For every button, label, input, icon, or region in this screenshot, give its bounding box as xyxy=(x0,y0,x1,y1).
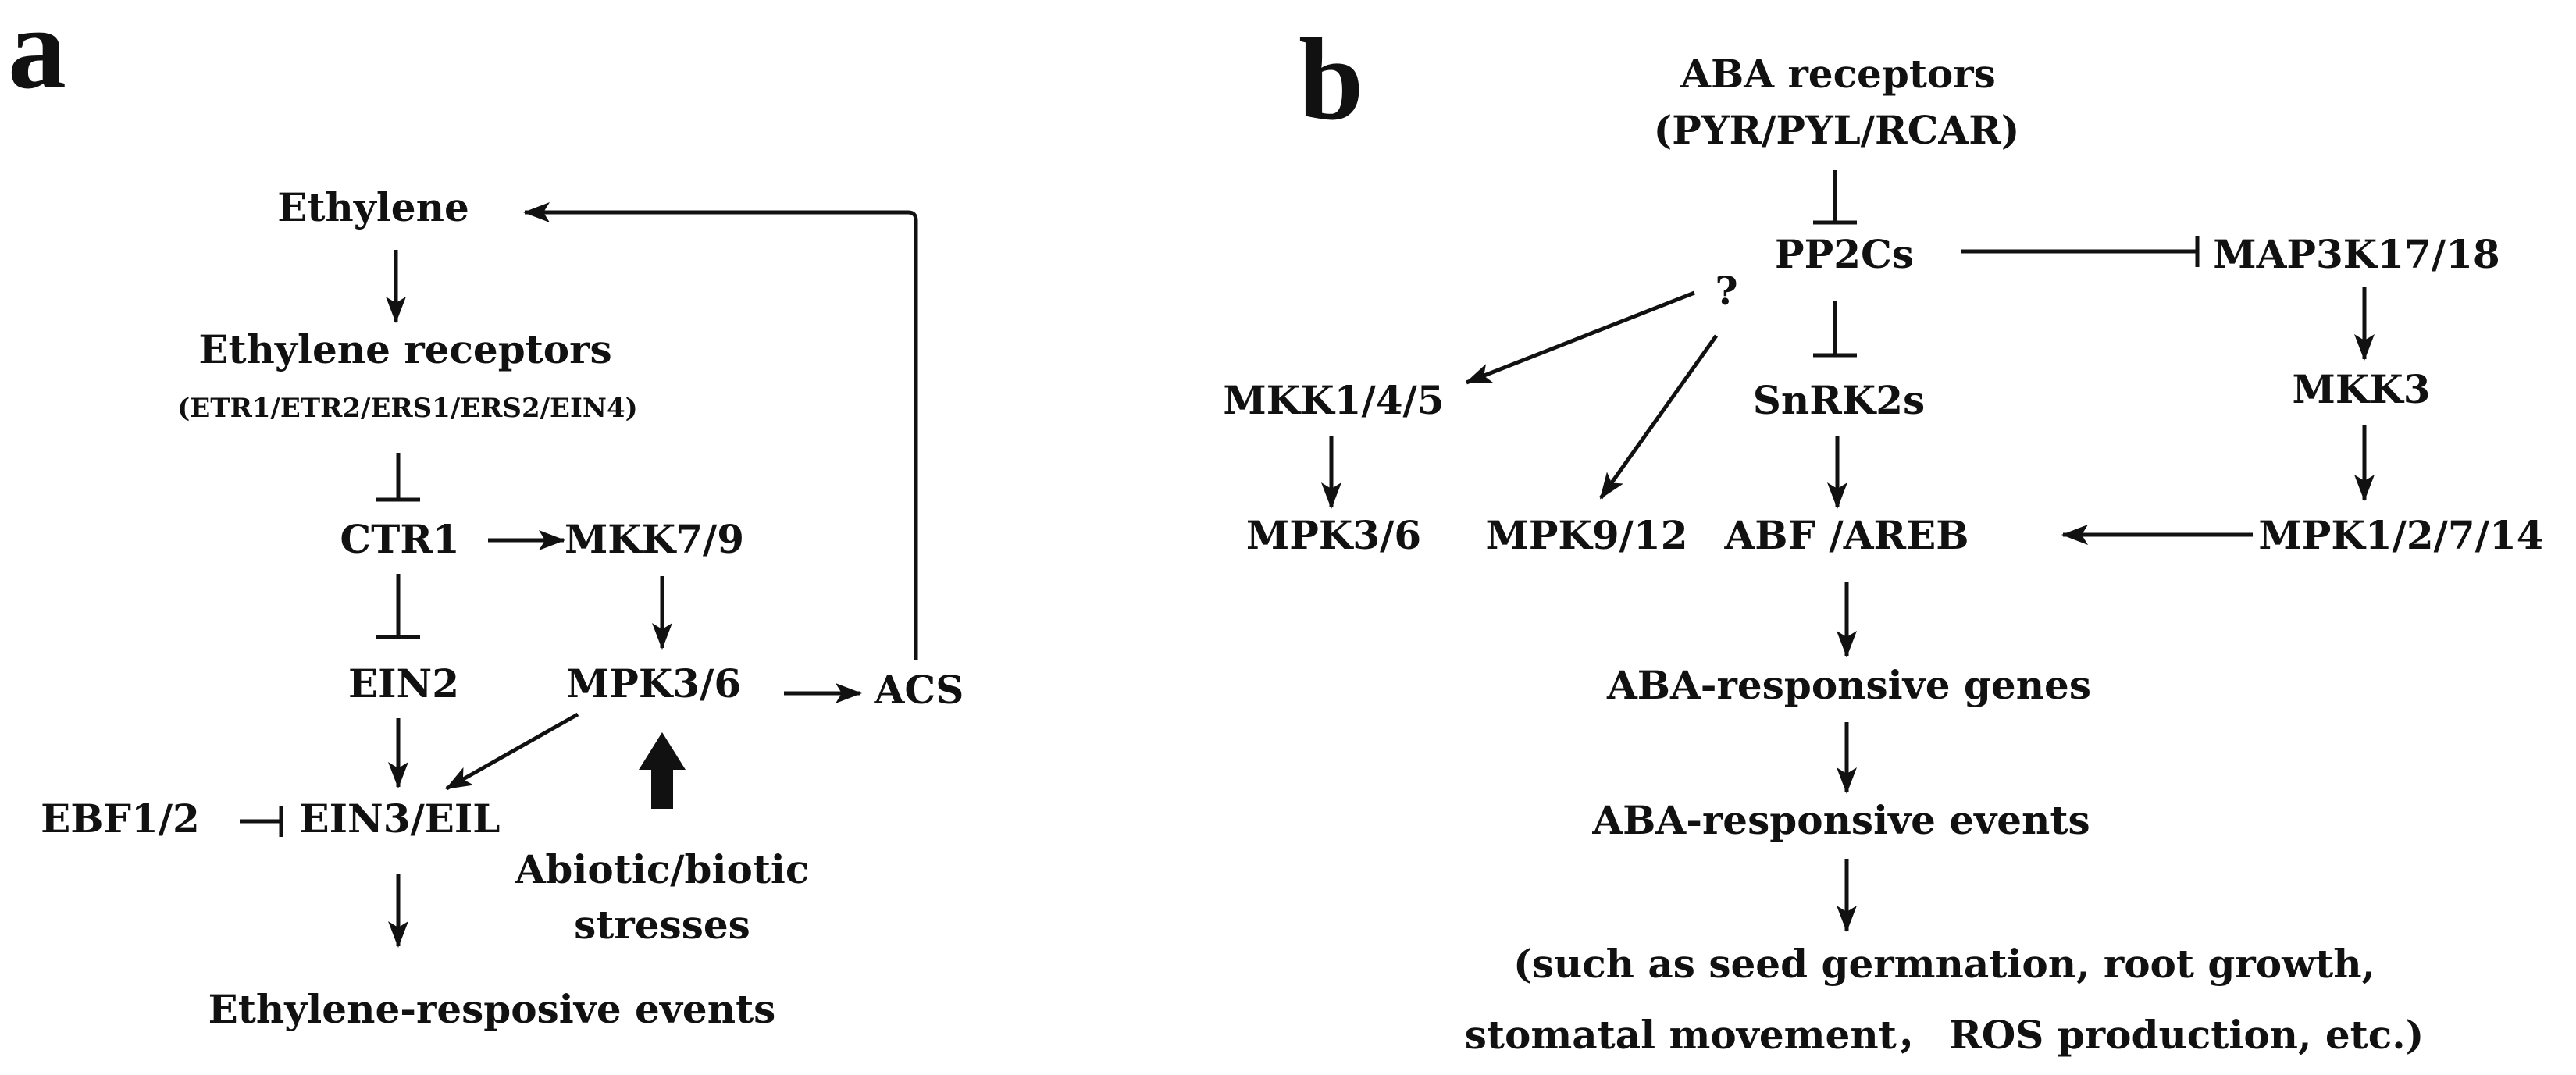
node-pp2cs: PP2Cs xyxy=(1775,231,1914,277)
panel-b: b ABA receptors (PYR/PYL/RCAR) PP2Cs ? M… xyxy=(1223,15,2543,1058)
stress-block-arrow-icon xyxy=(639,732,686,809)
node-aba-responsive-genes: ABA-responsive genes xyxy=(1606,662,2091,708)
node-receptor-list: (ETR1/ETR2/ERS1/ERS2/EIN4) xyxy=(177,393,637,424)
node-stresses-line1: Abiotic/biotic xyxy=(515,846,810,892)
inhibit-aba-receptors-pp2cs xyxy=(1813,170,1857,225)
node-ein2: EIN2 xyxy=(348,660,459,707)
arrow-acs-to-ethylene xyxy=(523,202,918,660)
node-map3k17-18: MAP3K17/18 xyxy=(2213,231,2499,277)
inhibit-receptors-ctr1 xyxy=(376,453,420,502)
node-ethylene-responsive-events: Ethylene-resposive events xyxy=(208,986,776,1032)
node-stresses-line2: stresses xyxy=(574,902,750,948)
node-mpk3-6-b: MPK3/6 xyxy=(1246,512,1421,558)
node-aba-responsive-events: ABA-responsive events xyxy=(1591,797,2090,843)
node-unknown-kinase: ? xyxy=(1715,268,1737,314)
node-abf-areb: ABF /AREB xyxy=(1724,512,1969,558)
node-aba-receptors: ABA receptors xyxy=(1680,51,1996,97)
inhibit-pp2cs-map3k17-18 xyxy=(1961,236,2200,267)
node-mkk7-9: MKK7/9 xyxy=(565,516,744,562)
arrow-mpk3-6-to-ein3 xyxy=(445,712,579,791)
node-acs: ACS xyxy=(874,667,964,713)
node-ebf1-2: EBF1/2 xyxy=(41,796,200,842)
arrow-unknown-to-mpk9-12 xyxy=(1598,334,1719,500)
inhibit-pp2cs-snrk2s xyxy=(1813,301,1857,358)
node-aba-receptor-list: (PYR/PYL/RCAR) xyxy=(1654,107,2020,153)
node-mpk1-2-7-14: MPK1/2/7/14 xyxy=(2258,512,2543,558)
arrow-unknown-to-mkk1-4-5 xyxy=(1465,290,1695,385)
node-mkk1-4-5: MKK1/4/5 xyxy=(1223,377,1444,423)
node-ctr1: CTR1 xyxy=(340,516,459,562)
node-ethylene: Ethylene xyxy=(277,184,469,230)
node-examples-line1: (such as seed germnation, root growth, xyxy=(1513,941,2375,987)
node-mpk9-12: MPK9/12 xyxy=(1485,512,1687,558)
panel-a: a Ethylene Ethylene receptors (ETR1/ETR2… xyxy=(8,0,964,1032)
inhibit-ctr1-ein2 xyxy=(376,574,420,639)
node-ein3-eil: EIN3/EIL xyxy=(300,796,501,842)
node-mkk3: MKK3 xyxy=(2292,366,2430,412)
inhibit-ebf-ein3 xyxy=(240,806,283,837)
node-snrk2s: SnRK2s xyxy=(1753,377,1925,423)
node-examples-line2: stomatal movement， ROS production, etc.) xyxy=(1465,1012,2425,1058)
panel-label-a: a xyxy=(8,0,66,113)
panel-label-b: b xyxy=(1299,15,1363,144)
node-mpk3-6-a: MPK3/6 xyxy=(566,660,741,707)
node-ethylene-receptors: Ethylene receptors xyxy=(198,326,611,372)
